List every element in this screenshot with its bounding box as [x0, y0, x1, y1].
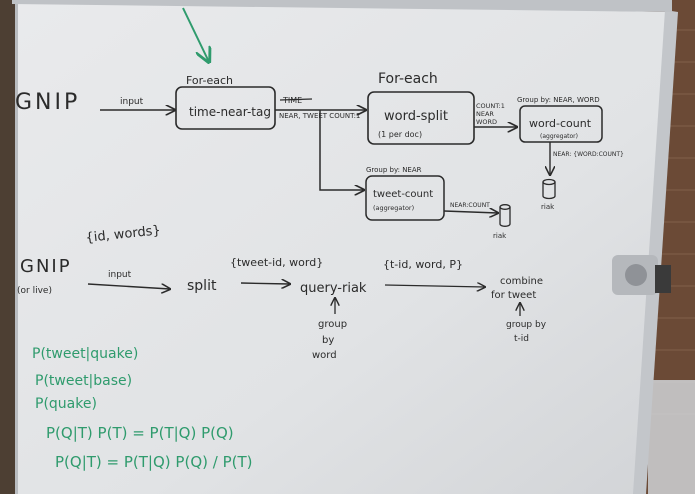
- easel-bracket: [612, 255, 671, 295]
- edge-split-to-query: [240, 283, 290, 284]
- edge2-label-c: WORD: [476, 118, 497, 126]
- tuple-tweet-id-word: {tweet-id, word}: [230, 256, 323, 269]
- math-line-3: P(quake): [35, 396, 97, 412]
- riak-store-2: [499, 204, 511, 227]
- box1-label: time-near-tag: [189, 105, 271, 119]
- note-by: by: [322, 335, 334, 346]
- tuple-tid-word-p: {t-id, word, P}: [383, 258, 463, 271]
- math-line-2: P(tweet|base): [35, 373, 132, 389]
- note-tid: t-id: [514, 334, 529, 344]
- crossed-time-text: TIME: [282, 96, 302, 105]
- edge-box1-to-box4: [319, 110, 364, 190]
- box2-label: word-split: [384, 109, 448, 124]
- box-time-near-tag: [175, 86, 276, 130]
- box3-sub: (aggregator): [540, 133, 578, 140]
- box3-label: word-count: [529, 117, 592, 130]
- gnip-source-top: GNIP: [15, 90, 80, 115]
- box1-header: For-each: [186, 74, 233, 87]
- edge-query-to-combine: [384, 285, 485, 287]
- edge2-label-a: COUNT:1: [476, 102, 505, 110]
- step-split: split: [187, 278, 217, 294]
- box2-header: For-each: [378, 71, 438, 87]
- riak-label-1: riak: [541, 203, 555, 211]
- math-line-4: P(Q|T) P(T) = P(T|Q) P(Q): [46, 424, 234, 442]
- gnip-source-middle: GNIP: [20, 256, 72, 277]
- box-word-count: [519, 105, 603, 143]
- whiteboard-surface: [15, 0, 672, 494]
- edge4-label: NEAR:COUNT: [450, 202, 490, 209]
- note-group: group: [318, 319, 347, 330]
- gnip-source-sub: (or live): [17, 286, 52, 296]
- board-frame-left: [15, 0, 18, 494]
- input-label-middle: input: [108, 270, 132, 280]
- input-label-top: input: [120, 97, 144, 107]
- math-line-5: P(Q|T) = P(T|Q) P(Q) / P(T): [55, 453, 252, 471]
- edge-box4-to-riak: [443, 211, 498, 213]
- edge2-label-b: NEAR: [476, 110, 494, 118]
- step-combine-a: combine: [500, 276, 543, 287]
- riak-label-2: riak: [493, 232, 507, 240]
- step-query-riak: query-riak: [300, 281, 367, 296]
- box2-sub: (1 per doc): [378, 130, 422, 139]
- box4-header: Group by: NEAR: [366, 166, 422, 174]
- strike-line: [279, 98, 313, 101]
- note-group-by: group by: [506, 320, 547, 330]
- box4-label: tweet-count: [373, 189, 433, 200]
- board-frame-top: [12, 0, 672, 12]
- note-word: word: [312, 350, 337, 361]
- riak-store-1: [542, 178, 556, 200]
- box3-header: Group by: NEAR, WORD: [517, 96, 600, 104]
- green-pointer-arrow: [182, 7, 209, 62]
- box-word-split: [367, 91, 475, 145]
- box-tweet-count: [365, 175, 445, 221]
- edge-gnip-to-split: [87, 283, 170, 289]
- box4-sub: (aggregator): [373, 204, 414, 212]
- edge3-label: NEAR: {WORD:COUNT}: [553, 151, 624, 158]
- step-combine-b: for tweet: [491, 290, 536, 301]
- board-frame-right: [633, 10, 678, 494]
- math-line-1: P(tweet|quake): [32, 346, 138, 362]
